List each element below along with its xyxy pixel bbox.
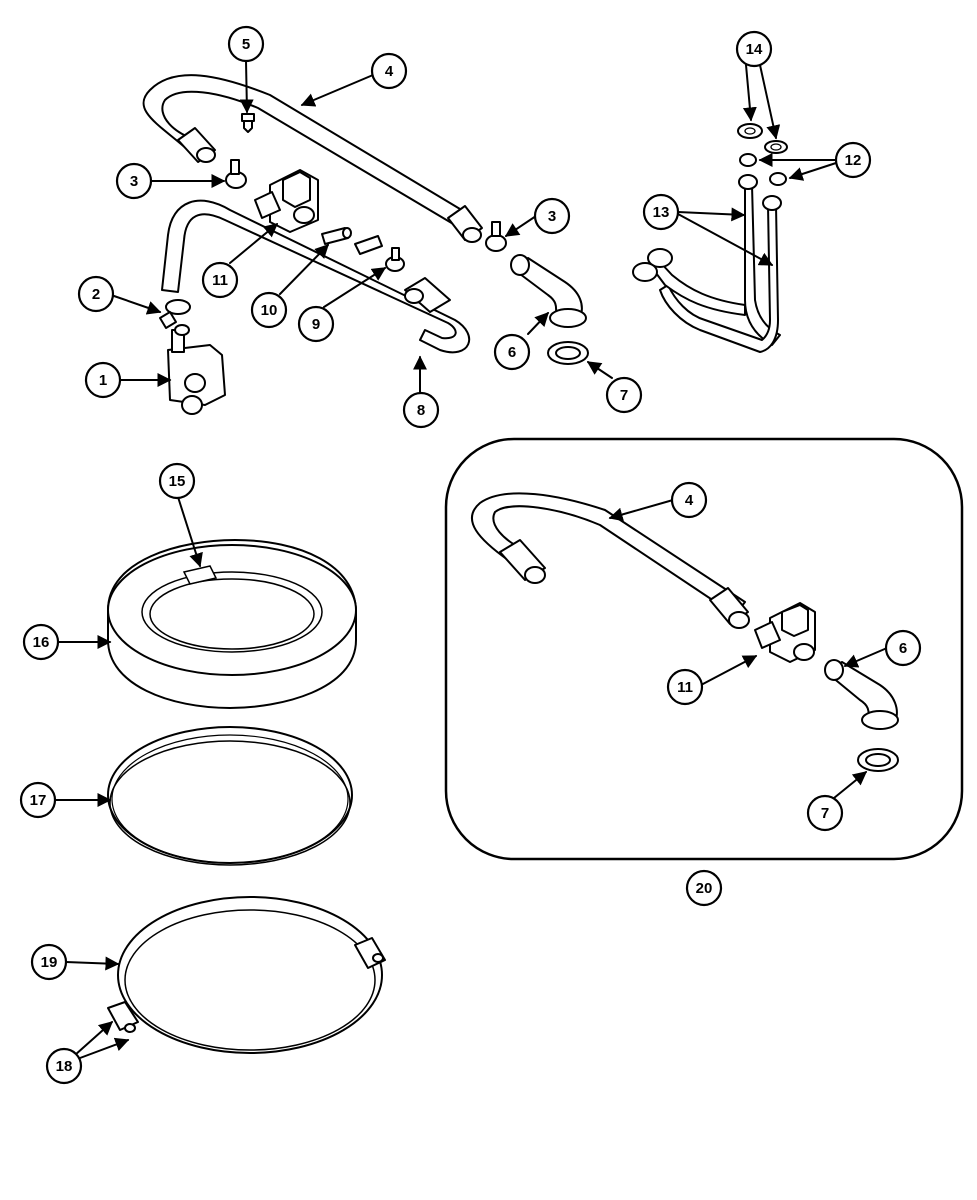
callout-8: 8 xyxy=(402,391,440,429)
svg-text:20: 20 xyxy=(696,880,713,897)
callout-19: 19 xyxy=(30,943,68,981)
svg-text:15: 15 xyxy=(169,473,186,490)
svg-text:6: 6 xyxy=(899,640,907,657)
fill-hose-part xyxy=(161,199,471,354)
callout-17: 17 xyxy=(19,781,57,819)
water-valve-part xyxy=(167,324,226,415)
svg-text:16: 16 xyxy=(33,634,50,651)
callout-10: 10 xyxy=(250,291,288,329)
svg-text:6: 6 xyxy=(508,344,516,361)
kit-callout-7: 7 xyxy=(806,794,844,832)
svg-text:14: 14 xyxy=(746,41,763,58)
svg-text:7: 7 xyxy=(620,387,628,404)
tub-seal-part xyxy=(107,538,357,710)
kit-callout-4: 4 xyxy=(670,481,708,519)
clamp-ring-part xyxy=(107,896,386,1054)
callout-1: 1 xyxy=(84,361,122,399)
svg-text:7: 7 xyxy=(821,805,829,822)
callout-7: 7 xyxy=(605,376,643,414)
screw-part xyxy=(241,113,255,133)
kit-callout-11: 11 xyxy=(666,668,704,706)
nozzle-part xyxy=(354,235,405,272)
callout-2: 2 xyxy=(77,275,115,313)
hose-clamp-part-left xyxy=(225,159,247,189)
inlet-hoses-part xyxy=(632,174,782,353)
kit-box xyxy=(444,437,964,861)
o-ring-part xyxy=(107,726,353,866)
svg-text:11: 11 xyxy=(677,679,693,696)
callout-18: 18 xyxy=(45,1047,83,1085)
svg-text:5: 5 xyxy=(242,36,250,53)
callout-9: 9 xyxy=(297,305,335,343)
svg-text:19: 19 xyxy=(41,954,58,971)
svg-text:12: 12 xyxy=(845,152,862,169)
elbow-part xyxy=(510,254,587,328)
svg-text:18: 18 xyxy=(56,1058,73,1075)
callout-12: 12 xyxy=(834,141,872,179)
callout-11: 11 xyxy=(201,261,239,299)
callout-15: 15 xyxy=(158,462,196,500)
svg-text:9: 9 xyxy=(312,316,320,333)
callout-16: 16 xyxy=(22,623,60,661)
hose-clamp-part-right xyxy=(485,221,507,252)
callout-3-right: 3 xyxy=(533,197,571,235)
callout-4: 4 xyxy=(370,52,408,90)
svg-text:17: 17 xyxy=(30,792,47,809)
svg-text:2: 2 xyxy=(92,286,100,303)
svg-text:3: 3 xyxy=(130,173,138,190)
svg-text:10: 10 xyxy=(261,302,278,319)
tee-fitting-part xyxy=(254,169,319,233)
callout-6: 6 xyxy=(493,333,531,371)
screens-washers-part xyxy=(737,123,788,186)
svg-text:8: 8 xyxy=(417,402,425,419)
inlet-hose-part xyxy=(142,74,483,243)
kit-callout-6: 6 xyxy=(884,629,922,667)
kit-callout-20: 20 xyxy=(685,869,723,907)
gasket-part xyxy=(547,341,589,365)
callout-13: 13 xyxy=(642,193,680,231)
washer-part xyxy=(159,299,191,329)
svg-text:1: 1 xyxy=(99,372,107,389)
svg-text:3: 3 xyxy=(548,208,556,225)
callout-3-left: 3 xyxy=(115,162,153,200)
callout-14: 14 xyxy=(735,30,773,68)
callout-5: 5 xyxy=(227,25,265,63)
svg-text:13: 13 xyxy=(653,204,670,221)
svg-text:4: 4 xyxy=(385,63,394,80)
svg-text:4: 4 xyxy=(685,492,694,509)
svg-text:11: 11 xyxy=(212,272,228,289)
pin-part xyxy=(321,227,352,245)
leader-lines xyxy=(54,60,888,1059)
